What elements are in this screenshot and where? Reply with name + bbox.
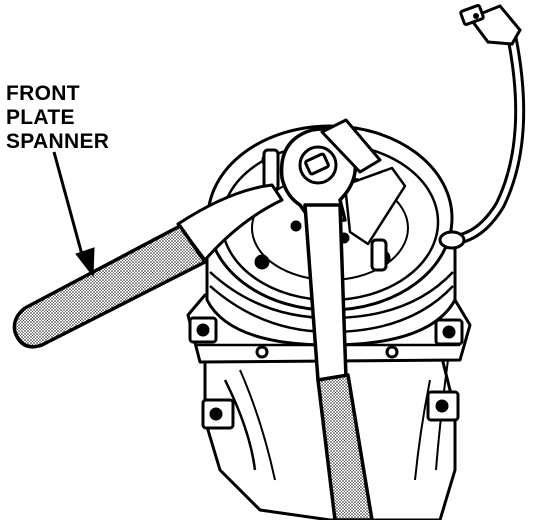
arrowhead (75, 247, 95, 278)
wire-grommet (438, 230, 466, 250)
wire-inner (449, 35, 523, 243)
spanner-fork-arm (176, 183, 284, 262)
wrench-pawl (320, 118, 382, 174)
spanner-handle (12, 224, 207, 349)
plate-hole-3 (290, 220, 302, 232)
housing-rib (223, 379, 257, 471)
connector-hole (473, 13, 479, 19)
lower-bolt-right (435, 399, 449, 413)
wire-outer (446, 32, 526, 246)
spring-strap (343, 166, 407, 246)
label-line-2: PLATE (6, 106, 75, 129)
label-line-1: FRONT (6, 82, 80, 105)
stud-right (370, 238, 388, 272)
flange-bolt-right (442, 325, 456, 339)
front-plate-spanner-label: FRONT PLATE SPANNER (6, 82, 109, 154)
wrench-drive-square (304, 152, 330, 176)
clutch-wire-lead (438, 32, 526, 250)
lower-bolt-left (209, 407, 223, 421)
arrow-shaft (52, 151, 86, 263)
wrench-grip (316, 373, 374, 520)
socket-wrench (279, 118, 382, 520)
flange-bolt-mid-left (255, 345, 269, 359)
label-line-3: SPANNER (6, 130, 110, 153)
connector-blade (459, 4, 485, 26)
flange-bolt-mid (385, 345, 399, 359)
front-plate-spanner (12, 183, 284, 349)
callout-arrow (52, 151, 95, 278)
plate-bolt-left (254, 254, 270, 270)
spanner-collar (178, 225, 207, 263)
wire-connector (459, 4, 522, 46)
flange-bolt-left (196, 323, 210, 337)
housing-rib-2 (239, 369, 276, 481)
housing-rib-3 (414, 379, 431, 481)
